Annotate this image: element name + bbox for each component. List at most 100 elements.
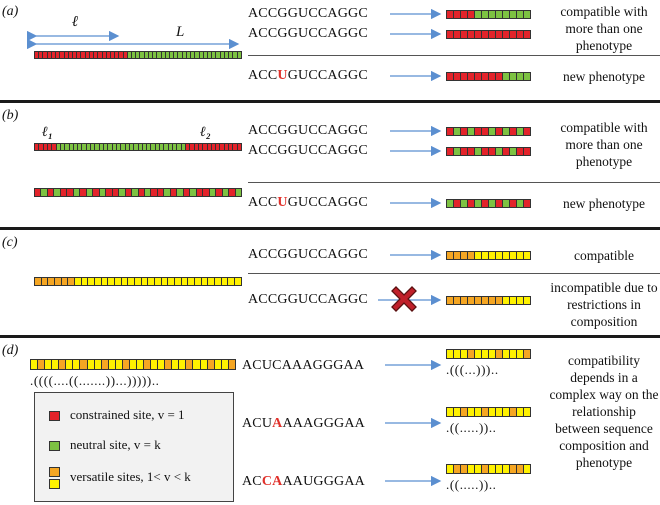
site-cell xyxy=(454,128,461,135)
site-cell xyxy=(121,278,129,285)
site-cell xyxy=(510,408,517,416)
site-cell xyxy=(503,465,510,473)
site-cell xyxy=(110,52,116,58)
description-c2: incompatible due to restrictions in comp… xyxy=(550,280,658,329)
site-cell xyxy=(489,73,496,80)
site-cell xyxy=(524,297,530,304)
site-cell xyxy=(138,144,143,150)
phenotype-bar-c2 xyxy=(446,296,531,305)
site-cell xyxy=(196,189,204,196)
site-cell xyxy=(468,148,475,155)
site-cell xyxy=(144,189,152,196)
site-cell xyxy=(178,52,183,58)
site-cell xyxy=(136,360,144,369)
site-cell xyxy=(517,465,524,473)
site-cell xyxy=(503,31,510,38)
site-cell xyxy=(207,360,215,369)
site-cell xyxy=(461,252,468,259)
site-cell xyxy=(193,360,201,369)
site-cell xyxy=(201,278,209,285)
site-cell xyxy=(95,278,102,285)
neutral-swatch xyxy=(49,441,60,452)
site-cell xyxy=(517,128,524,135)
site-cell xyxy=(216,144,221,150)
site-cell xyxy=(186,360,194,369)
site-cell xyxy=(475,31,482,38)
structure-d3: .((.....)).. xyxy=(446,477,497,492)
site-cell xyxy=(116,144,122,150)
site-cell xyxy=(461,408,468,416)
site-cell xyxy=(517,11,524,18)
L-label: L xyxy=(176,24,185,40)
site-cell xyxy=(454,350,461,358)
site-cell xyxy=(524,408,530,416)
site-cell xyxy=(461,11,468,18)
site-cell xyxy=(181,278,189,285)
site-cell xyxy=(182,52,187,58)
panel-separator-cd xyxy=(0,335,660,338)
site-cell xyxy=(60,189,68,196)
site-cell xyxy=(144,360,152,369)
site-cell xyxy=(447,408,454,416)
site-cell xyxy=(194,144,199,150)
site-cell xyxy=(129,144,135,150)
site-cell xyxy=(517,73,524,80)
site-cell xyxy=(468,465,475,473)
site-cell xyxy=(65,144,70,150)
site-cell xyxy=(61,278,69,285)
site-cell xyxy=(524,350,530,358)
site-cell xyxy=(503,73,510,80)
panel-label-d: (d) xyxy=(2,343,19,358)
site-cell xyxy=(52,360,60,369)
site-cell xyxy=(517,31,524,38)
site-cell xyxy=(524,148,530,155)
site-cell xyxy=(475,128,482,135)
site-cell xyxy=(496,350,503,358)
site-cell xyxy=(233,144,238,150)
site-cell xyxy=(195,52,200,58)
legend-box: constrained site, v = 1 neutral site, v … xyxy=(34,392,234,502)
site-cell xyxy=(66,360,74,369)
site-cell xyxy=(183,189,191,196)
phenotype-bar-a2 xyxy=(446,30,531,39)
site-cell xyxy=(151,189,158,196)
site-cell xyxy=(73,144,79,150)
site-cell xyxy=(43,52,48,58)
site-cell xyxy=(87,360,95,369)
site-cell xyxy=(135,278,142,285)
site-cell xyxy=(221,360,229,369)
site-cell xyxy=(503,408,510,416)
site-cell xyxy=(56,144,61,150)
site-cell xyxy=(115,360,123,369)
site-cell xyxy=(468,11,475,18)
site-cell xyxy=(461,297,468,304)
sequence-a1: ACCGGUCCAGGC xyxy=(248,6,368,21)
mutation-d1: A xyxy=(272,416,283,431)
panel-separator-bc xyxy=(0,227,660,230)
site-cell xyxy=(503,297,510,304)
site-cell xyxy=(496,148,503,155)
site-cell xyxy=(208,278,216,285)
phenotype-bar-a3 xyxy=(446,72,531,81)
site-cell xyxy=(468,73,475,80)
site-cell xyxy=(454,297,461,304)
site-cell xyxy=(447,31,454,38)
site-cell xyxy=(524,31,530,38)
site-cell xyxy=(125,189,133,196)
description-a1: compatible with more than one phenotype xyxy=(560,4,648,53)
site-cell xyxy=(144,52,149,58)
site-cell xyxy=(132,189,139,196)
site-cell xyxy=(489,200,496,207)
ell2-label: ℓ₂ xyxy=(200,125,211,140)
site-cell xyxy=(461,128,468,135)
site-cell xyxy=(207,52,213,58)
site-cell xyxy=(177,189,184,196)
site-cell xyxy=(454,408,461,416)
site-cell xyxy=(101,278,109,285)
site-cell xyxy=(161,278,169,285)
site-cell xyxy=(503,11,510,18)
site-cell xyxy=(496,297,503,304)
legend-versatile: versatile sites, 1< v < k xyxy=(49,467,191,489)
site-cell xyxy=(39,144,44,150)
mutation-d2: CA xyxy=(261,474,283,489)
